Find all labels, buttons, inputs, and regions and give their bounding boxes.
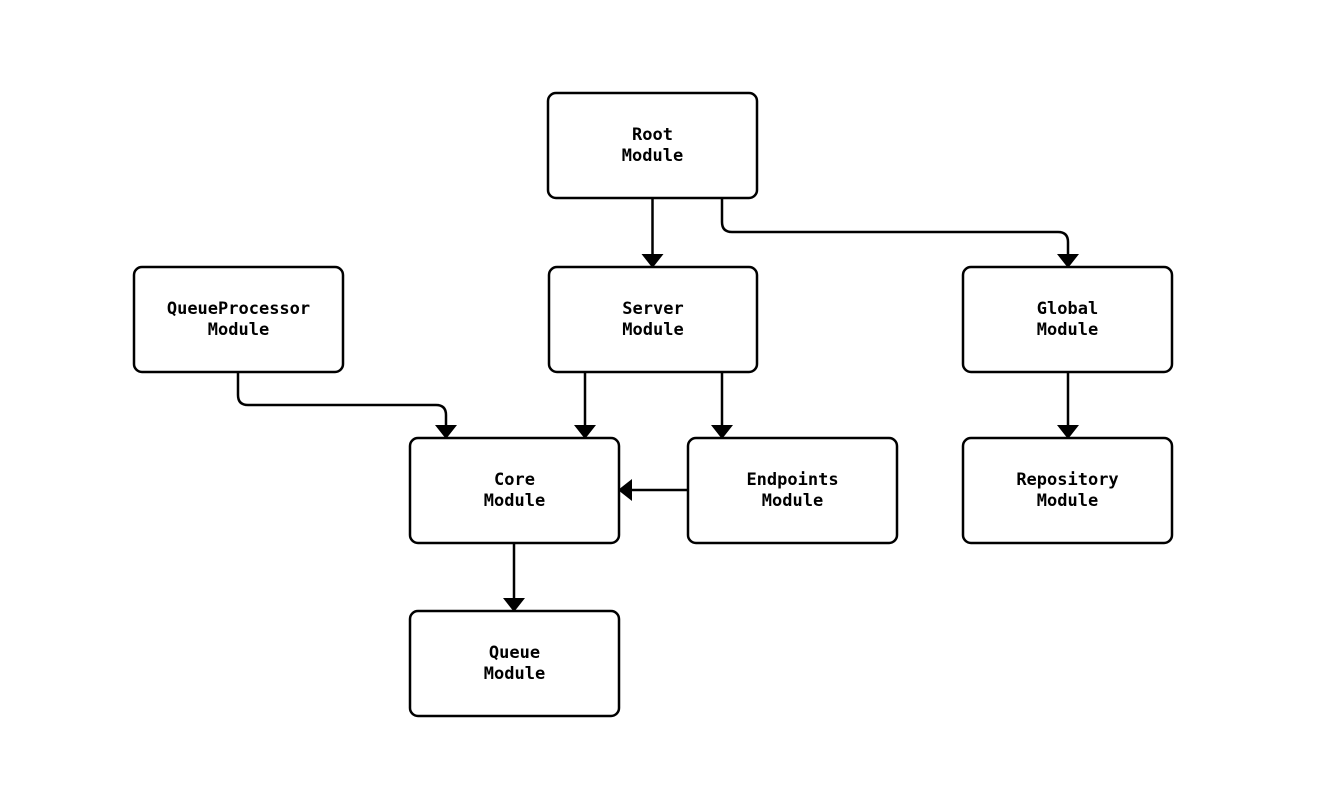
node-label-line: Module	[484, 664, 545, 684]
node-label-line: Repository	[1016, 470, 1118, 490]
node-label-line: Module	[622, 320, 683, 340]
node-label-line: Global	[1037, 299, 1098, 319]
node-box	[408, 609, 621, 718]
node-box	[686, 436, 899, 545]
node-label-line: Module	[1037, 320, 1098, 340]
node-box	[961, 265, 1174, 374]
node-label-line: Module	[1037, 491, 1098, 511]
node-label-line: Root	[632, 125, 673, 145]
node-box	[408, 436, 621, 545]
node-label-line: Queue	[489, 643, 540, 663]
node-label-line: Module	[622, 146, 683, 166]
node-box	[546, 91, 759, 200]
node-box	[547, 265, 759, 374]
node-box	[132, 265, 345, 374]
node-label-line: Module	[208, 320, 269, 340]
node-box	[961, 436, 1174, 545]
edge-root-to-global	[720, 198, 1079, 268]
edge-queue-processor-to-core	[236, 372, 457, 439]
node-label-line: Core	[494, 470, 535, 490]
node-label-line: Endpoints	[746, 470, 838, 490]
node-label-line: Server	[622, 299, 683, 319]
node-label-line: Module	[484, 491, 545, 511]
node-label-line: QueueProcessor	[167, 299, 310, 319]
node-label-line: Module	[762, 491, 823, 511]
